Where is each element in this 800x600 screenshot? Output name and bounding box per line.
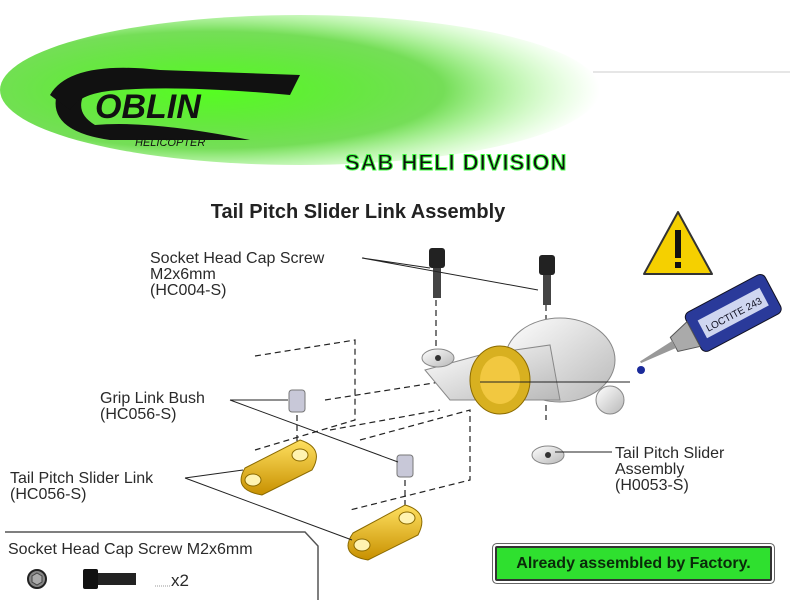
svg-text:HELICOPTER: HELICOPTER bbox=[135, 137, 205, 149]
slider-label-line: Assembly bbox=[615, 461, 685, 478]
svg-text:SAB HELI DIVISION: SAB HELI DIVISION bbox=[345, 150, 567, 175]
bush-2 bbox=[396, 454, 414, 478]
page-title: Tail Pitch Slider Link Assembly bbox=[210, 201, 506, 223]
screw-label-line: (HC004-S) bbox=[150, 282, 227, 299]
factory-note: Already assembled by Factory. bbox=[495, 546, 772, 581]
slider-label-line: (H0053-S) bbox=[615, 477, 689, 494]
bush-label-line: Grip Link Bush bbox=[100, 390, 205, 407]
link-label-line: (HC056-S) bbox=[10, 486, 87, 503]
warning-icon bbox=[643, 211, 713, 275]
bush-1 bbox=[288, 389, 306, 413]
screw-label-line: Socket Head Cap Screw bbox=[150, 250, 325, 267]
bush-label-line: (HC056-S) bbox=[100, 406, 177, 423]
svg-text:OBLIN: OBLIN bbox=[95, 88, 202, 126]
slider-label: Tail Pitch Slider Assembly (H0053-S) bbox=[615, 446, 724, 494]
slider-label-line: Tail Pitch Slider bbox=[615, 445, 725, 462]
slider-links bbox=[240, 439, 423, 561]
loctite-bottle-icon: LOCTITE 243 bbox=[640, 274, 782, 364]
parts-box-title: Socket Head Cap Screw M2x6mm bbox=[8, 541, 253, 558]
bush-label: Grip Link Bush (HC056-S) bbox=[100, 391, 205, 423]
parts-qty: x2 bbox=[171, 571, 189, 590]
screw-label-line: M2x6mm bbox=[150, 266, 216, 283]
goblin-logo: OBLIN HELICOPTER SAB HELI DIVISION bbox=[0, 15, 790, 176]
screw-side-icon bbox=[83, 569, 136, 589]
link-label: Tail Pitch Slider Link (HC056-S) bbox=[10, 471, 153, 503]
screw-label: Socket Head Cap Screw M2x6mm (HC004-S) bbox=[150, 251, 324, 299]
link-label-line: Tail Pitch Slider Link bbox=[10, 470, 154, 487]
screw-icons bbox=[429, 248, 555, 305]
tail-pitch-slider-assembly bbox=[421, 317, 625, 465]
